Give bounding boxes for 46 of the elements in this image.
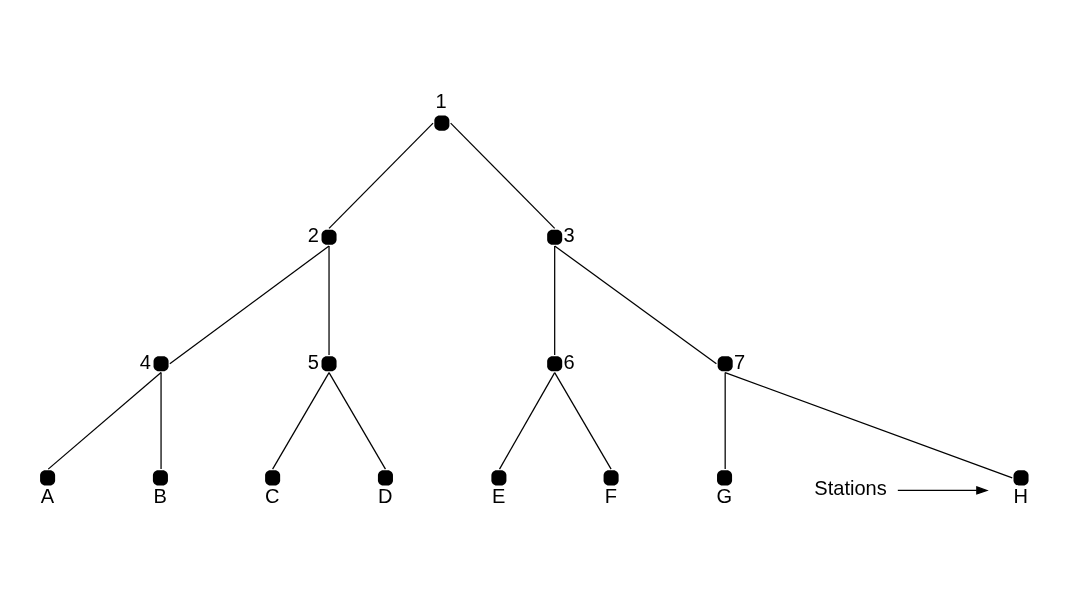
connector <box>498 371 556 470</box>
node-label: 3 <box>563 223 575 246</box>
connector <box>160 371 162 470</box>
node-label: 5 <box>307 350 319 373</box>
node-circle <box>603 469 619 485</box>
node-label: C <box>265 484 280 507</box>
node-label: 1 <box>435 89 447 112</box>
node-label: H <box>1013 484 1028 507</box>
connector <box>47 371 162 470</box>
node-label: B <box>153 484 167 507</box>
connector <box>724 371 726 470</box>
node-circle <box>40 469 56 485</box>
node-label: D <box>377 484 393 507</box>
connector <box>450 122 556 229</box>
node-label: 6 <box>563 350 575 373</box>
node-circle <box>1013 469 1029 485</box>
connector <box>724 371 1013 478</box>
arrow <box>897 485 989 495</box>
node-label: 7 <box>733 350 746 373</box>
node-circle <box>717 355 733 371</box>
node-label: E <box>492 484 506 507</box>
connector <box>554 244 718 364</box>
node-circle <box>717 469 733 485</box>
node-label: A <box>40 484 55 507</box>
node-circle <box>434 115 450 131</box>
connector <box>328 122 434 229</box>
node-circle <box>377 469 393 485</box>
node-label: F <box>604 484 618 507</box>
node-circle <box>265 469 281 485</box>
node-label: 2 <box>307 223 319 246</box>
node-circle <box>491 469 507 485</box>
node-circle <box>153 355 169 371</box>
node-text: Stations <box>814 476 887 499</box>
node-circle <box>321 355 337 371</box>
connector <box>328 371 387 470</box>
node-label: G <box>716 484 732 507</box>
node-circle <box>547 355 563 371</box>
connector <box>554 244 556 356</box>
connector <box>272 371 330 470</box>
node-label: 4 <box>139 350 151 373</box>
connector <box>328 244 330 356</box>
connector <box>554 371 612 470</box>
connector <box>169 244 330 364</box>
node-circle <box>152 469 168 485</box>
node-circle <box>547 229 563 245</box>
node-circle <box>321 229 337 245</box>
